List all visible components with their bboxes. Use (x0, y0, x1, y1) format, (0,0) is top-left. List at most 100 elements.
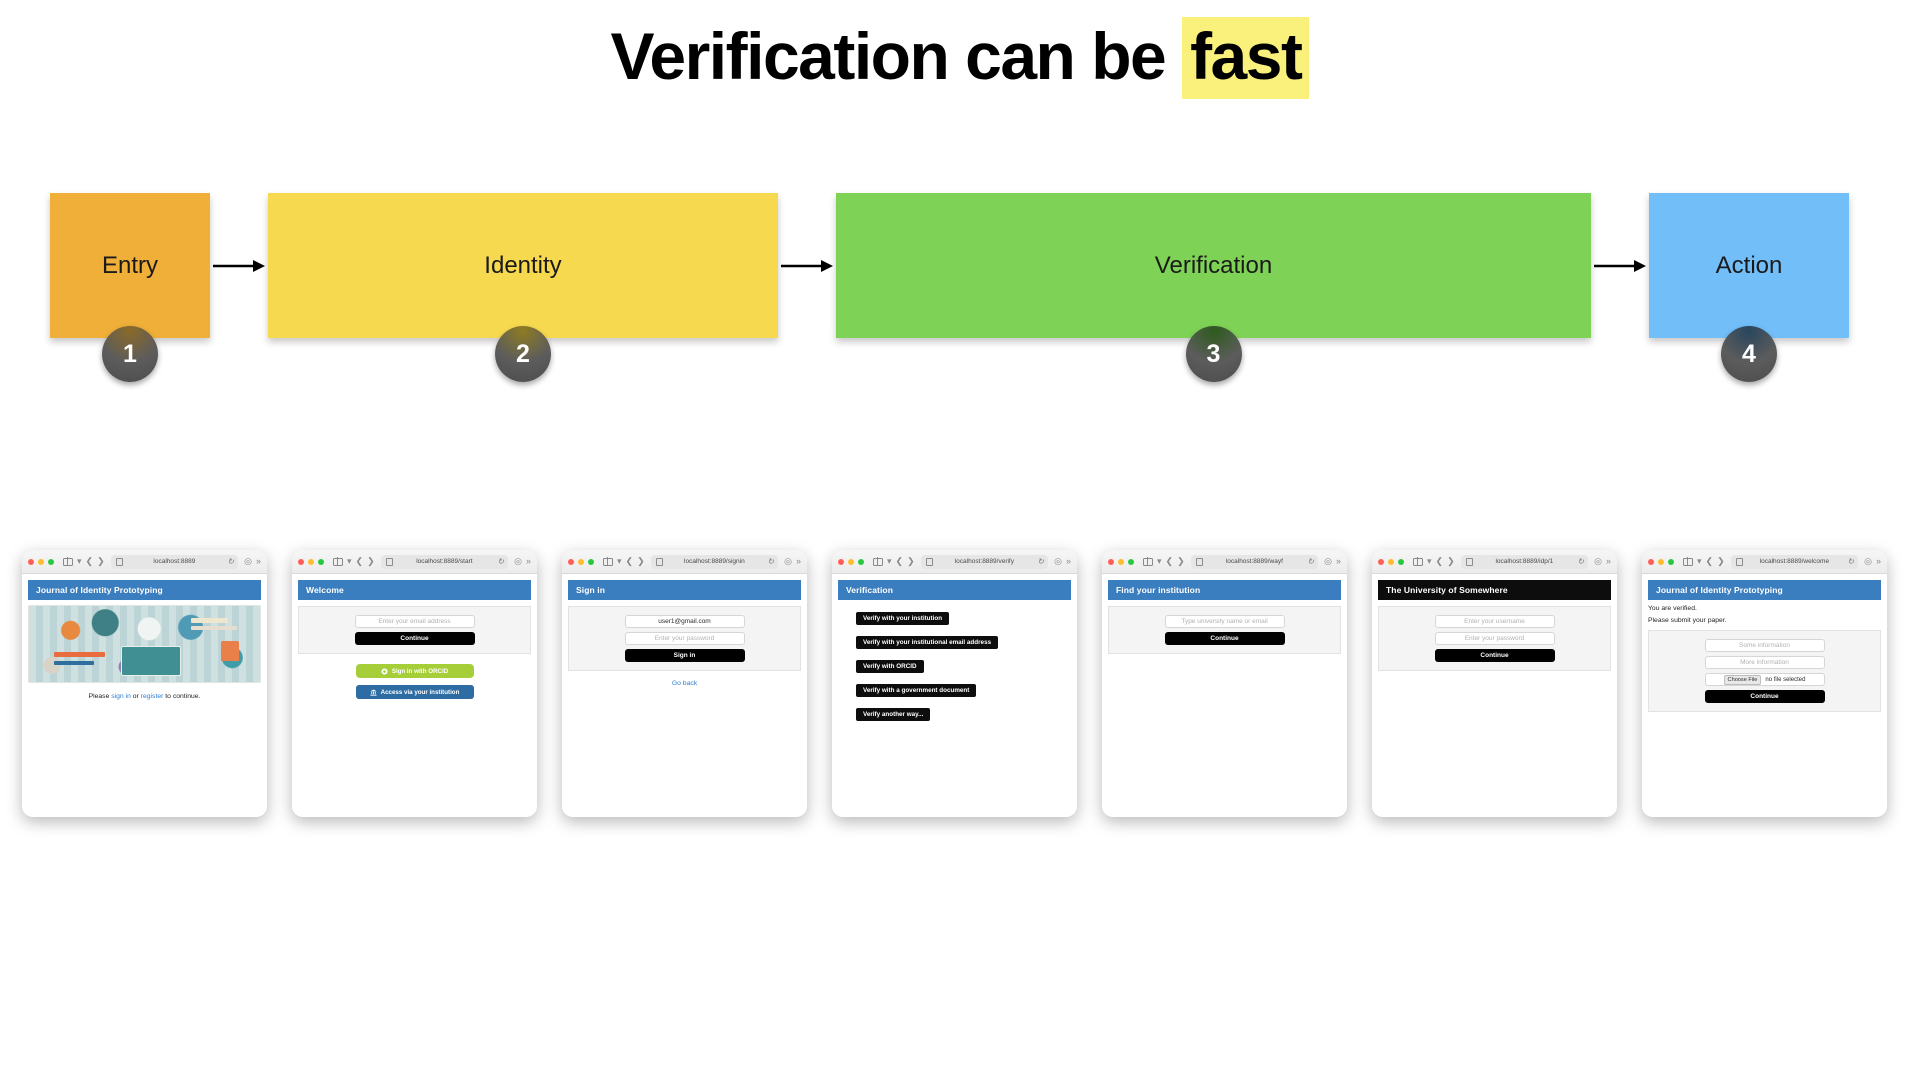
minimize-icon[interactable] (1118, 558, 1124, 565)
maximize-icon[interactable] (48, 558, 54, 565)
back-icon[interactable]: ❮ (1435, 556, 1444, 566)
forward-icon[interactable]: ❯ (1177, 556, 1185, 566)
more-information-field[interactable]: More information (1704, 656, 1825, 669)
back-icon[interactable]: ❮ (1165, 556, 1174, 566)
register-link[interactable]: register (140, 693, 164, 700)
reload-icon[interactable]: ↻ (1847, 556, 1855, 566)
close-icon[interactable] (568, 558, 574, 565)
browser-card-signin[interactable]: ▾ ❮ ❯ localhost:8889/signin ↻ ◎ » Sign i… (562, 550, 807, 817)
forward-icon[interactable]: ❯ (907, 556, 915, 566)
chevron-down-icon[interactable]: ▾ (1427, 556, 1432, 566)
window-controls[interactable] (298, 558, 324, 565)
minimize-icon[interactable] (848, 558, 854, 565)
address-bar[interactable]: localhost:8889/start ↻ (380, 554, 509, 569)
sidebar-icon[interactable] (1143, 557, 1153, 566)
minimize-icon[interactable] (38, 558, 44, 565)
email-field[interactable]: Enter your email address (354, 615, 475, 628)
minimize-icon[interactable] (1658, 558, 1664, 565)
back-icon[interactable]: ❮ (1705, 556, 1714, 566)
window-controls[interactable] (1378, 558, 1404, 565)
address-bar[interactable]: localhost:8889/idp/1 ↻ (1460, 554, 1589, 569)
browser-card-welcome[interactable]: ▾ ❮ ❯ localhost:8889/start ↻ ◎ » Welcome… (292, 550, 537, 817)
address-bar[interactable]: localhost:8889/verify ↻ (920, 554, 1049, 569)
password-field[interactable]: Enter your password (624, 632, 745, 645)
sign-in-link[interactable]: sign in (111, 693, 131, 700)
verify-option-government-document[interactable]: Verify with a government document (856, 684, 977, 697)
forward-icon[interactable]: ❯ (97, 556, 105, 566)
verify-option-orcid[interactable]: Verify with ORCID (856, 660, 924, 673)
signin-button[interactable]: Sign in (624, 649, 745, 662)
file-upload-row[interactable]: Choose File no file selected (1704, 673, 1825, 686)
close-icon[interactable] (1108, 558, 1114, 565)
browser-card-landing[interactable]: ▾ ❮ ❯ localhost:8889 ↻ ◎ » Journal of Id… (22, 550, 267, 817)
continue-button[interactable]: Continue (354, 632, 475, 645)
back-icon[interactable]: ❮ (85, 556, 94, 566)
browser-card-verification[interactable]: ▾ ❮ ❯ localhost:8889/verify ↻ ◎ » Verifi… (832, 550, 1077, 817)
chevron-down-icon[interactable]: ▾ (887, 556, 892, 566)
more-icon[interactable]: » (795, 556, 801, 566)
email-field[interactable]: user1@gmail.com (624, 615, 745, 628)
reload-icon[interactable]: ↻ (1037, 556, 1045, 566)
more-icon[interactable]: » (1335, 556, 1341, 566)
verify-option-another-way[interactable]: Verify another way... (856, 708, 931, 721)
maximize-icon[interactable] (318, 558, 324, 565)
chevron-down-icon[interactable]: ▾ (1157, 556, 1162, 566)
close-icon[interactable] (838, 558, 844, 565)
forward-icon[interactable]: ❯ (1717, 556, 1725, 566)
download-icon[interactable]: ◎ (784, 556, 792, 566)
window-controls[interactable] (838, 558, 864, 565)
flow-step-identity[interactable]: Identity 2 (268, 193, 778, 382)
sidebar-icon[interactable] (1413, 557, 1423, 566)
close-icon[interactable] (1378, 558, 1384, 565)
forward-icon[interactable]: ❯ (637, 556, 645, 566)
flow-step-entry[interactable]: Entry 1 (50, 193, 210, 382)
chevron-down-icon[interactable]: ▾ (1697, 556, 1702, 566)
minimize-icon[interactable] (1388, 558, 1394, 565)
maximize-icon[interactable] (858, 558, 864, 565)
flow-step-verification[interactable]: Verification 3 (836, 193, 1591, 382)
choose-file-button[interactable]: Choose File (1723, 674, 1762, 685)
download-icon[interactable]: ◎ (244, 556, 252, 566)
window-controls[interactable] (28, 558, 54, 565)
go-back-link[interactable]: Go back (671, 680, 698, 687)
reload-icon[interactable]: ↻ (1577, 556, 1585, 566)
window-controls[interactable] (568, 558, 594, 565)
sidebar-icon[interactable] (333, 557, 343, 566)
minimize-icon[interactable] (578, 558, 584, 565)
maximize-icon[interactable] (588, 558, 594, 565)
reload-icon[interactable]: ↻ (497, 556, 505, 566)
close-icon[interactable] (298, 558, 304, 565)
chevron-down-icon[interactable]: ▾ (77, 556, 82, 566)
verify-option-institutional-email[interactable]: Verify with your institutional email add… (856, 636, 999, 649)
sidebar-icon[interactable] (873, 557, 883, 566)
institution-access-button[interactable]: Access via your institution (355, 685, 474, 699)
close-icon[interactable] (1648, 558, 1654, 565)
sidebar-icon[interactable] (63, 557, 73, 566)
back-icon[interactable]: ❮ (625, 556, 634, 566)
forward-icon[interactable]: ❯ (367, 556, 375, 566)
flow-step-action[interactable]: Action 4 (1649, 193, 1849, 382)
more-icon[interactable]: » (255, 556, 261, 566)
download-icon[interactable]: ◎ (1054, 556, 1062, 566)
orcid-signin-button[interactable]: Sign in with ORCID (355, 664, 474, 678)
address-bar[interactable]: localhost:8889 ↻ (110, 554, 239, 569)
more-icon[interactable]: » (1875, 556, 1881, 566)
back-icon[interactable]: ❮ (355, 556, 364, 566)
sidebar-icon[interactable] (1683, 557, 1693, 566)
address-bar[interactable]: localhost:8889/wayf ↻ (1190, 554, 1319, 569)
browser-card-find-institution[interactable]: ▾ ❮ ❯ localhost:8889/wayf ↻ ◎ » Find you… (1102, 550, 1347, 817)
window-controls[interactable] (1648, 558, 1674, 565)
browser-card-submission[interactable]: ▾ ❮ ❯ localhost:8889/welcome ↻ ◎ » Journ… (1642, 550, 1887, 817)
browser-card-idp-login[interactable]: ▾ ❮ ❯ localhost:8889/idp/1 ↻ ◎ » The Uni… (1372, 550, 1617, 817)
chevron-down-icon[interactable]: ▾ (347, 556, 352, 566)
maximize-icon[interactable] (1668, 558, 1674, 565)
address-bar[interactable]: localhost:8889/welcome ↻ (1730, 554, 1859, 569)
chevron-down-icon[interactable]: ▾ (617, 556, 622, 566)
reload-icon[interactable]: ↻ (1307, 556, 1315, 566)
download-icon[interactable]: ◎ (1324, 556, 1332, 566)
download-icon[interactable]: ◎ (1864, 556, 1872, 566)
more-icon[interactable]: » (1605, 556, 1611, 566)
continue-button[interactable]: Continue (1434, 649, 1555, 662)
maximize-icon[interactable] (1128, 558, 1134, 565)
continue-button[interactable]: Continue (1704, 690, 1825, 703)
